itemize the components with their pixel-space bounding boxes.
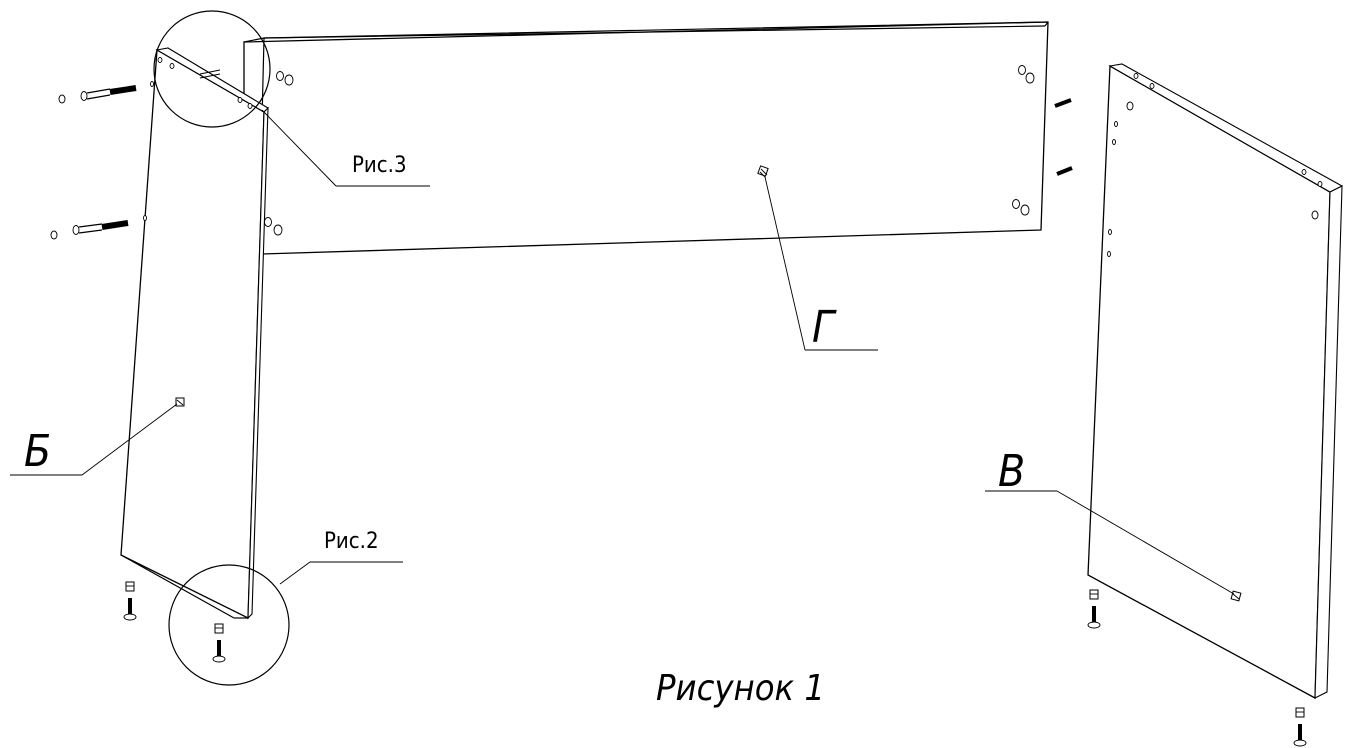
part-label-g: Г (812, 302, 837, 353)
detail-circle-top (153, 10, 271, 128)
foot-right-a (1087, 589, 1101, 629)
leader-part-g (764, 176, 878, 351)
long-bolt-upper (58, 85, 137, 104)
back-panel (243, 21, 1073, 255)
leader-detail-top (261, 109, 430, 187)
foot-center (212, 623, 226, 663)
detail-circle-bottom (168, 564, 290, 686)
back-panel-holes (264, 65, 1035, 236)
long-bolt-lower (50, 220, 129, 240)
part-label-b: Б (24, 426, 51, 477)
right-dowels (1054, 98, 1073, 176)
right-panel (1087, 63, 1344, 700)
foot-right-b (1293, 707, 1307, 747)
right-panel-holes (1107, 73, 1323, 257)
left-panel (120, 47, 269, 620)
figure-caption: Рисунок 1 (656, 668, 825, 709)
detail-top-label: Рис.3 (352, 153, 407, 178)
left-panel-holes (143, 57, 253, 221)
leader-detail-bottom (279, 561, 403, 585)
detail-bottom-label: Рис.2 (324, 529, 379, 554)
part-label-v: В (998, 446, 1025, 497)
foot-left (123, 581, 137, 621)
leader-part-b (10, 403, 178, 476)
leader-part-v (985, 490, 1235, 595)
